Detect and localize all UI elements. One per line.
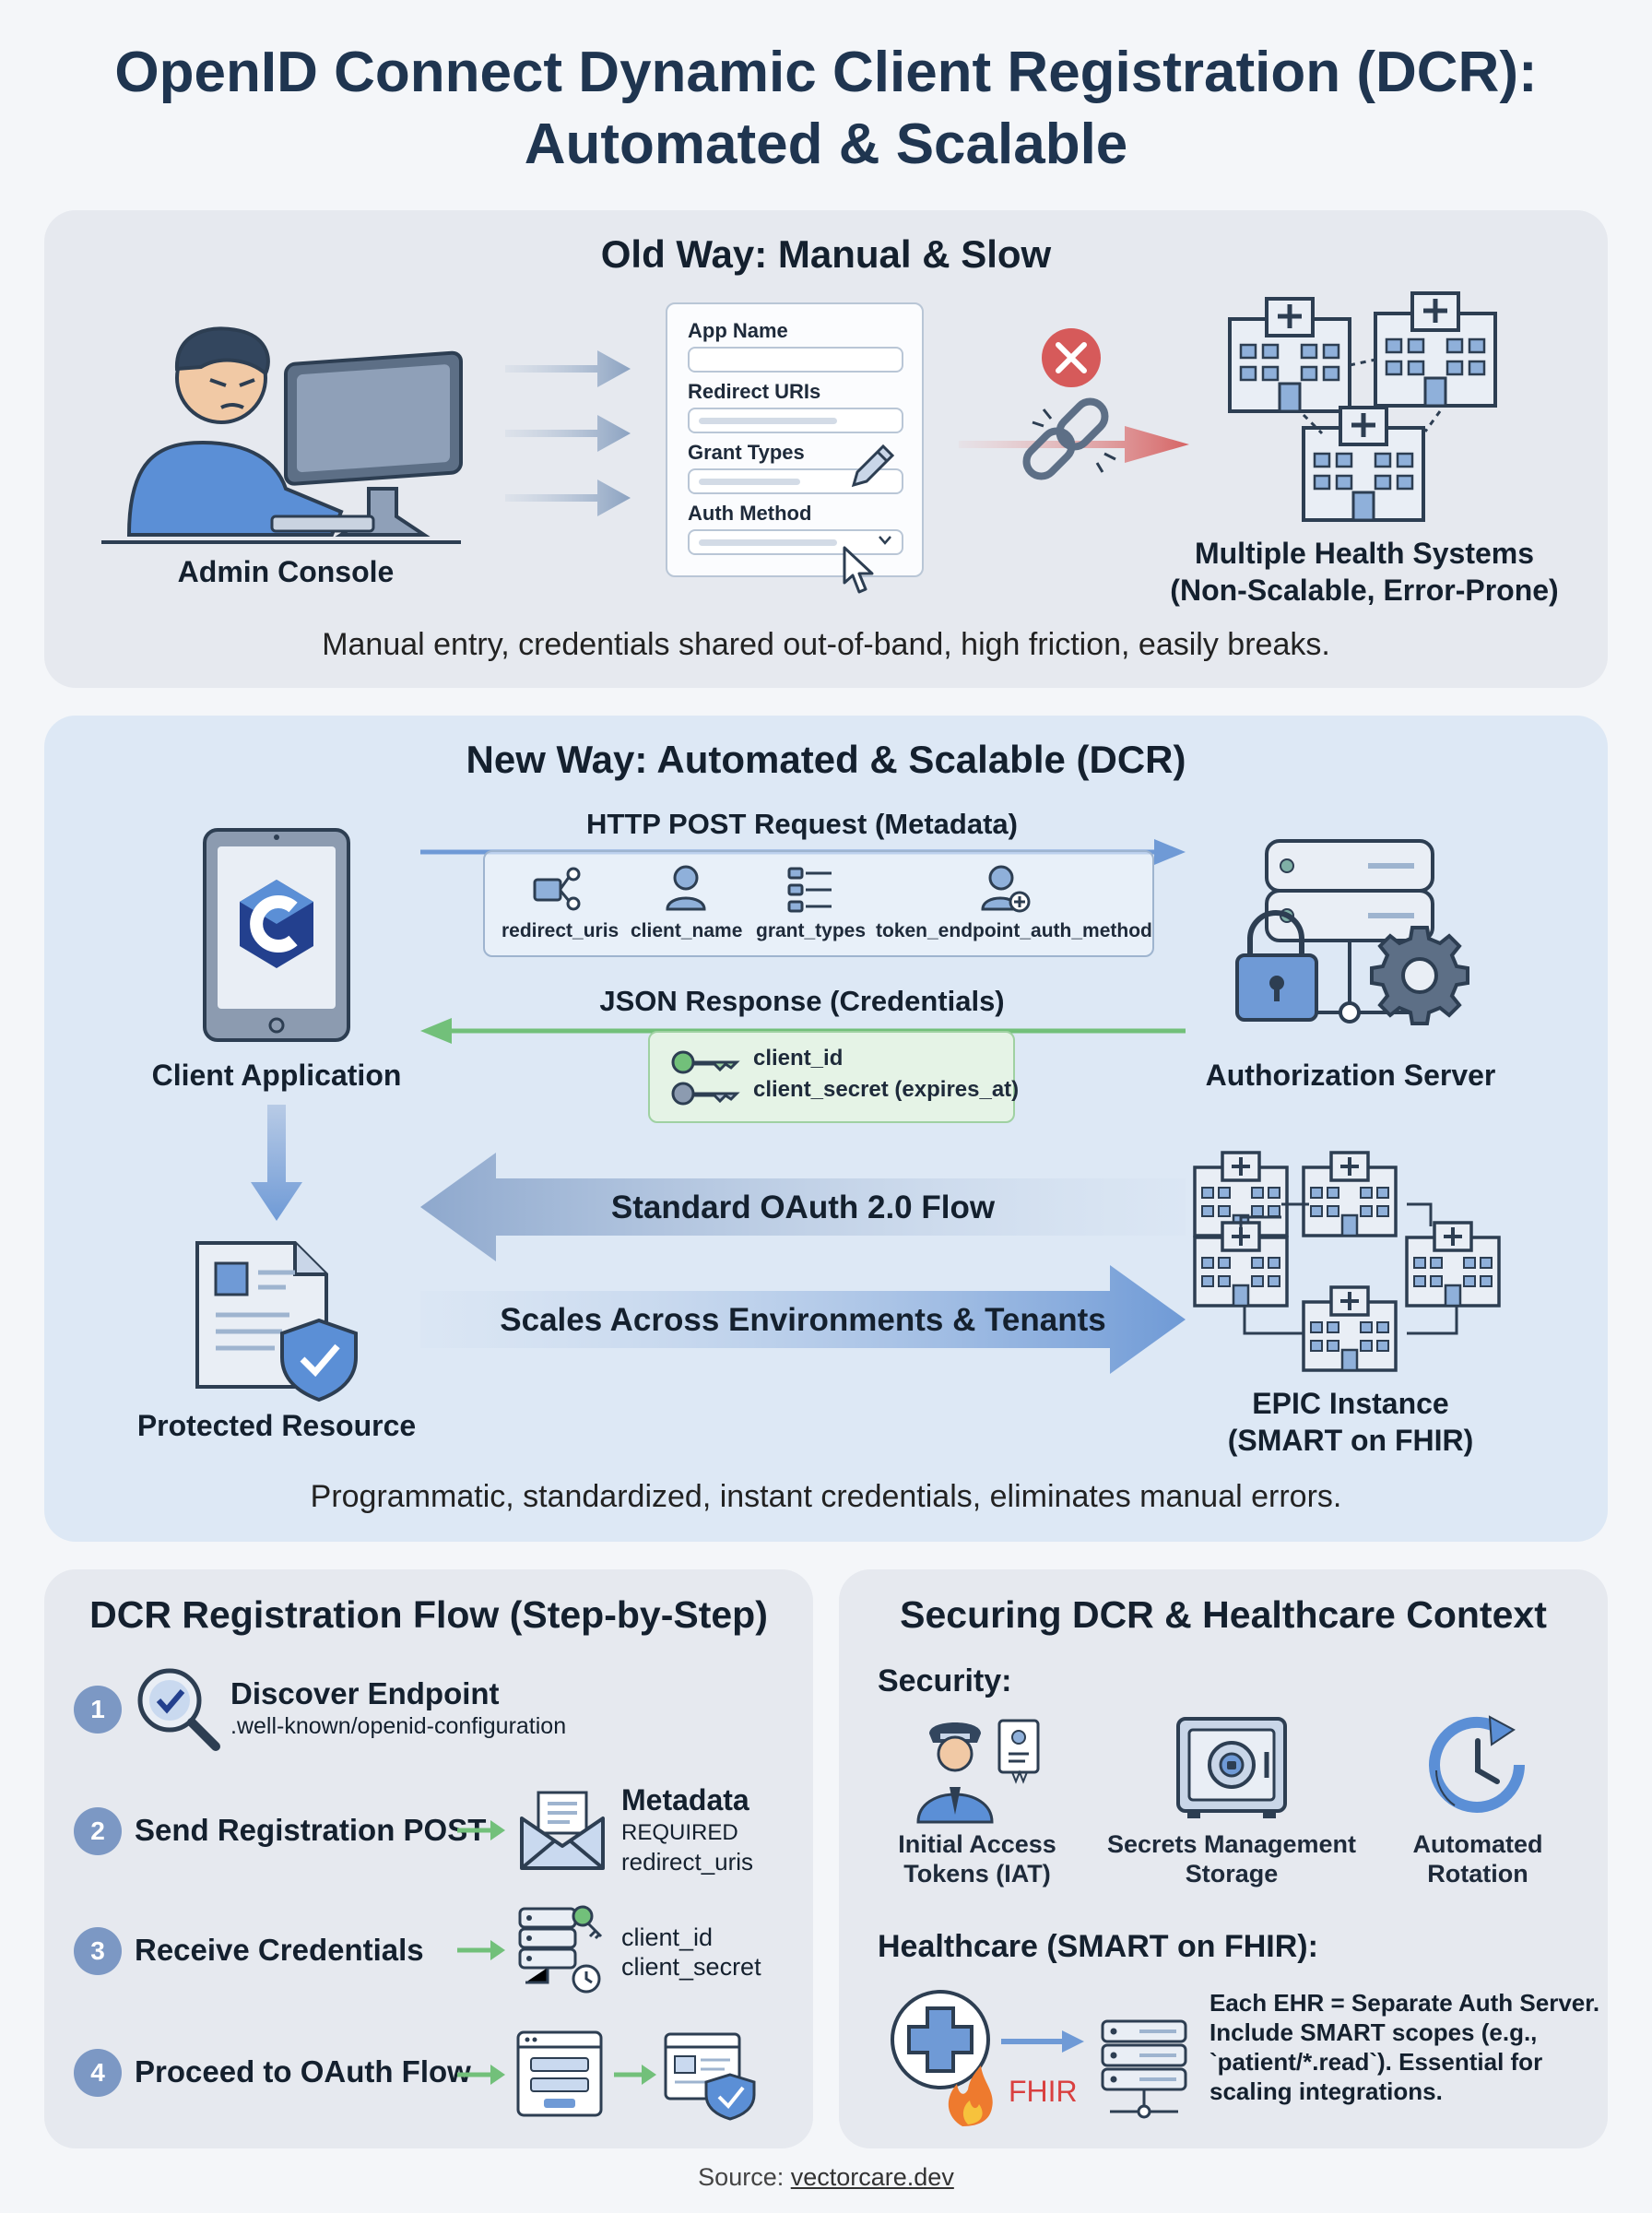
old-way-title: Old Way: Manual & Slow	[600, 232, 1052, 276]
step-3-badge: 3	[74, 1927, 122, 1975]
step-4-badge: 4	[74, 2049, 122, 2097]
metadata-token-endpoint-auth-method: token_endpoint_auth_method	[876, 920, 1152, 941]
client-application-icon	[203, 828, 350, 1042]
step-1-label: Discover Endpoint	[230, 1676, 500, 1710]
fhir-medical-icon	[891, 1990, 993, 2126]
envelope-icon	[520, 1791, 605, 1870]
manual-registration-form: App Name Redirect URIs Grant Types Auth …	[666, 302, 924, 577]
old-way-caption: Manual entry, credentials shared out-of-…	[322, 627, 1330, 662]
title-line-2: Automated & Scalable	[524, 112, 1128, 176]
redirect-uris-label: Redirect URIs	[688, 380, 821, 403]
step-2-required: REQUIRED	[621, 1820, 738, 1845]
frustrated-admin-icon	[101, 326, 463, 544]
source-credit: Source: vectorcare.dev	[698, 2163, 954, 2191]
health-systems-icon	[1228, 293, 1506, 524]
step-2-label: Send Registration POST	[135, 1813, 487, 1847]
oauth-flow-steps-icon	[457, 2030, 756, 2121]
oauth-flow-label: Standard OAuth 2.0 Flow	[610, 1189, 996, 1225]
server-key-icon	[518, 1905, 603, 1994]
metadata-redirect-uris: redirect_uris	[502, 920, 620, 941]
step-3-client-secret: client_secret	[621, 1953, 761, 1981]
grant-types-icon	[787, 867, 832, 913]
authorization-server-label: Authorization Server	[1205, 1059, 1496, 1092]
json-response-label: JSON Response (Credentials)	[599, 985, 1005, 1017]
title-line-1: OpenID Connect Dynamic Client Registrati…	[114, 41, 1538, 104]
epic-instance-icon	[1193, 1151, 1501, 1372]
chevron-down-icon	[879, 536, 891, 545]
rotation-clock-icon	[1429, 1715, 1525, 1813]
healthcare-note: Each EHR = Separate Auth Server. Include…	[1210, 1989, 1600, 2105]
broken-link-icon	[959, 328, 1189, 480]
client-application-label: Client Application	[151, 1059, 402, 1092]
metadata-grant-types: grant_types	[756, 920, 867, 941]
auth-method-icon	[981, 865, 1031, 913]
step-3-label: Receive Credentials	[135, 1933, 424, 1967]
app-name-field[interactable]	[688, 347, 903, 373]
safe-vault-icon	[1176, 1717, 1287, 1818]
protected-resource-icon	[195, 1241, 358, 1402]
app-name-label: App Name	[688, 319, 788, 342]
step-2-metadata: Metadata	[621, 1783, 749, 1817]
health-systems-label: Multiple Health Systems (Non-Scalable, E…	[1170, 537, 1559, 607]
response-client-secret: client_secret (expires_at)	[753, 1077, 1020, 1102]
new-way-caption: Programmatic, standardized, instant cred…	[310, 1479, 1342, 1514]
auth-method-select[interactable]	[688, 529, 903, 555]
pencil-icon	[851, 444, 895, 488]
http-post-label: HTTP POST Request (Metadata)	[586, 808, 1018, 840]
fhir-label: FHIR	[1009, 2075, 1078, 2108]
cursor-icon	[843, 546, 874, 594]
scales-arrow	[420, 1265, 1186, 1374]
step-2-badge: 2	[74, 1807, 122, 1855]
admin-console-label: Admin Console	[177, 555, 395, 588]
grant-types-label: Grant Types	[688, 441, 805, 464]
metadata-box: redirect_uris client_name grant_types to…	[483, 850, 1154, 957]
step-3-client-id: client_id	[621, 1923, 714, 1951]
credentials-box: client_id client_secret (expires_at)	[648, 1031, 1019, 1123]
client-name-icon	[666, 865, 706, 911]
metadata-client-name: client_name	[631, 920, 743, 941]
auth-method-label: Auth Method	[688, 502, 812, 525]
green-arrow-icon-2	[457, 1940, 505, 1960]
key-icon	[671, 1050, 740, 1106]
page-title: OpenID Connect Dynamic Client Registrati…	[0, 37, 1652, 181]
source-link[interactable]: vectorcare.dev	[790, 2163, 954, 2191]
guard-badge-icon	[916, 1719, 1040, 1824]
step-1-badge: 1	[74, 1686, 122, 1734]
response-client-id: client_id	[753, 1046, 844, 1071]
step-1-endpoint: .well-known/openid-configuration	[230, 1713, 567, 1739]
manual-entry-arrows	[505, 350, 631, 516]
redirect-uris-icon	[533, 867, 581, 911]
redirect-uris-field[interactable]	[688, 408, 903, 433]
protected-resource-label: Protected Resource	[136, 1409, 417, 1442]
step-4-label: Proceed to OAuth Flow	[135, 2054, 471, 2089]
magnifier-check-icon	[137, 1668, 220, 1751]
security-heading: Security:	[878, 1663, 1012, 1698]
fhir-server-arrow	[1001, 2019, 1187, 2119]
new-way-title: New Way: Automated & Scalable (DCR)	[466, 738, 1186, 781]
oauth-flow-arrow	[420, 1153, 1186, 1261]
epic-instance-label: EPIC Instance (SMART on FHIR)	[1227, 1387, 1474, 1457]
healthcare-heading: Healthcare (SMART on FHIR):	[878, 1929, 1318, 1964]
scales-label: Scales Across Environments & Tenants	[500, 1302, 1106, 1338]
step-2-redirect-uris: redirect_uris	[621, 1848, 754, 1876]
green-arrow-icon	[457, 1820, 505, 1840]
security-title: Securing DCR & Healthcare Context	[900, 1593, 1547, 1636]
registration-flow-title: DCR Registration Flow (Step-by-Step)	[89, 1593, 768, 1636]
down-arrow	[251, 1105, 302, 1221]
authorization-server-icon	[1235, 839, 1469, 1025]
